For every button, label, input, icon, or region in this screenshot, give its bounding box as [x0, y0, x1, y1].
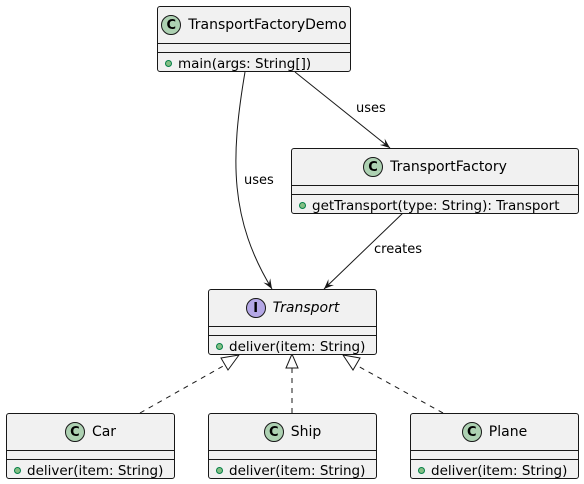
public-method-icon	[14, 466, 21, 474]
methods-compartment: deliver(item: String)	[7, 460, 174, 479]
interface-i-icon: I	[245, 298, 266, 318]
fields-compartment	[7, 451, 174, 460]
public-method-icon	[299, 201, 306, 209]
methods-compartment: deliver(item: String)	[411, 460, 578, 479]
realization-arrowhead-ship	[285, 352, 299, 369]
class-c-icon: C	[161, 15, 182, 35]
class-c-icon: C	[263, 422, 284, 442]
class-header: C TransportFactoryDemo	[158, 7, 350, 44]
methods-compartment: getTransport(type: String): Transport	[292, 195, 578, 214]
edge-car-implements-transport	[139, 364, 226, 414]
class-header: C Car	[7, 414, 174, 451]
methods-compartment: main(args: String[])	[158, 53, 350, 72]
interface-header: I Transport	[209, 290, 376, 327]
class-ship[interactable]: C Ship deliver(item: String)	[208, 413, 377, 479]
interface-transport[interactable]: I Transport deliver(item: String)	[208, 289, 377, 355]
method-main: main(args: String[])	[178, 56, 312, 72]
class-header: C Ship	[209, 414, 376, 451]
method-deliver: deliver(item: String)	[229, 463, 366, 479]
class-transport-factory-demo[interactable]: C TransportFactoryDemo main(args: String…	[157, 6, 351, 72]
edge-label-demo-uses-transport: uses	[244, 173, 274, 188]
class-c-icon: C	[363, 157, 384, 177]
fields-compartment	[209, 327, 376, 336]
fields-compartment	[292, 186, 578, 195]
fields-compartment	[158, 44, 350, 53]
class-name: Plane	[488, 424, 528, 440]
class-header: C Plane	[411, 414, 578, 451]
class-header: C TransportFactory	[292, 149, 578, 186]
realization-arrowhead-car	[220, 354, 241, 371]
edge-demo-uses-transport	[235, 71, 273, 290]
class-car[interactable]: C Car deliver(item: String)	[6, 413, 175, 479]
method-deliver: deliver(item: String)	[431, 463, 568, 479]
realization-arrowhead-plane	[341, 354, 361, 371]
methods-compartment: deliver(item: String)	[209, 336, 376, 355]
interface-name: Transport	[272, 300, 340, 316]
class-c-icon: C	[64, 422, 85, 442]
edge-label-factory-creates-transport: creates	[374, 242, 423, 257]
public-method-icon	[216, 342, 223, 350]
edge-label-demo-uses-factory: uses	[356, 101, 386, 116]
fields-compartment	[411, 451, 578, 460]
class-name: TransportFactoryDemo	[188, 17, 347, 33]
class-plane[interactable]: C Plane deliver(item: String)	[410, 413, 579, 479]
class-name: TransportFactory	[390, 159, 507, 175]
class-name: Car	[91, 424, 117, 440]
public-method-icon	[418, 466, 425, 474]
public-method-icon	[216, 466, 223, 474]
public-method-icon	[165, 59, 172, 67]
class-c-icon: C	[461, 422, 482, 442]
method-get-transport: getTransport(type: String): Transport	[312, 198, 560, 214]
edge-demo-uses-factory	[294, 71, 391, 149]
class-name: Ship	[290, 424, 322, 440]
method-deliver: deliver(item: String)	[27, 463, 164, 479]
class-transport-factory[interactable]: C TransportFactory getTransport(type: St…	[291, 148, 579, 214]
fields-compartment	[209, 451, 376, 460]
edge-plane-implements-transport	[355, 364, 444, 414]
methods-compartment: deliver(item: String)	[209, 460, 376, 479]
edge-factory-creates-transport	[323, 211, 405, 290]
method-deliver: deliver(item: String)	[229, 339, 366, 355]
